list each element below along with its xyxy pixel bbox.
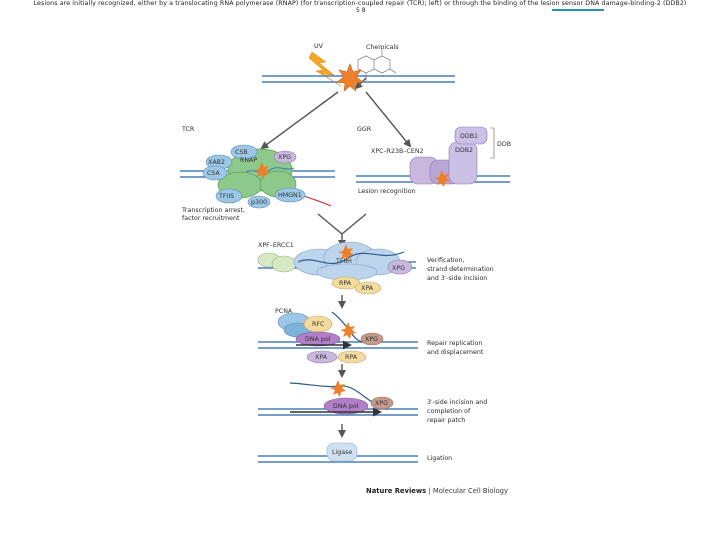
csa-label: CSA xyxy=(207,170,221,177)
xab2-label: XAB2 xyxy=(208,159,225,166)
csb-label: CSB xyxy=(235,149,248,156)
tcr-caption-line-1: Transcription arrest, xyxy=(181,207,245,214)
ligase-protein xyxy=(326,442,358,462)
step1-xpg-protein xyxy=(387,259,413,275)
step1-caption-line-2: strand determination xyxy=(427,266,494,273)
xpf-protein xyxy=(271,255,297,273)
tcr-lesion-star xyxy=(254,162,270,179)
tcr-caption-line-2: factor recruitment xyxy=(182,215,240,222)
ddb1-label: DDB1 xyxy=(460,133,478,140)
step3-lesion-star xyxy=(330,380,346,397)
step3-caption-line-1: 3′-side incision and xyxy=(427,399,487,406)
ggr-caption: Lesion recognition xyxy=(358,188,416,195)
step3-caption-line-3: repair patch xyxy=(427,417,465,424)
caption-slide-number: 5 8 xyxy=(356,7,366,14)
xpc-complex-label: XPC–R23B–CEN2 xyxy=(371,148,424,155)
uv-lightning-icon xyxy=(308,51,342,87)
pcna-label: PCNA xyxy=(275,308,293,315)
chemicals-arrow xyxy=(354,77,367,90)
step3-dna-pol-protein xyxy=(323,397,369,415)
step1-xpa-protein xyxy=(354,281,382,295)
hmgn1-label: HMGN1 xyxy=(278,192,302,199)
dna-lesion-star xyxy=(336,63,364,92)
step2-caption-line-2: and displacement xyxy=(427,349,484,356)
uv-label: UV xyxy=(314,43,324,50)
tfiih-label: TFIIH xyxy=(335,258,352,265)
publisher-credit: Nature Reviews | Molecular Cell Biology xyxy=(366,487,508,495)
tcr-unwound-strand xyxy=(245,167,295,173)
step3-caption-line-2: completion of xyxy=(427,408,471,415)
tfiis-protein xyxy=(215,188,243,204)
tcr-label: TCR xyxy=(181,126,195,133)
step1-caption-line-3: and 3′-side incision xyxy=(427,275,487,282)
p300-label: p300 xyxy=(251,199,267,206)
step2-xpa-protein xyxy=(306,350,338,364)
csb-protein xyxy=(230,144,258,160)
step2-xpg-label: XPG xyxy=(365,336,378,343)
step2-lesion-star xyxy=(340,322,356,339)
excised-oligo-strand xyxy=(289,382,373,403)
caption-link-underline xyxy=(552,9,604,11)
step1-lesion-star xyxy=(338,244,354,261)
journal-name: Molecular Cell Biology xyxy=(433,487,508,495)
hmgn1-protein xyxy=(274,187,306,203)
arrow-to-ggr xyxy=(365,91,412,148)
step1-xpa-label: XPA xyxy=(361,285,374,292)
tcr-xpg-protein xyxy=(273,150,297,164)
xpf-ercc1-label: XPF–ERCC1 xyxy=(258,242,294,249)
step3-xpg-protein xyxy=(370,396,394,410)
figure-caption: Lesions are initially recognized, either… xyxy=(33,0,687,7)
step2-dna-pol-label: DNA pol xyxy=(305,336,331,343)
step2-caption-line-1: Repair replication xyxy=(427,340,482,347)
publisher-name: Nature Reviews xyxy=(366,487,426,495)
step2-rpa-label: RPA xyxy=(345,354,358,361)
tcr-xpg-label: XPG xyxy=(278,154,291,161)
step4-caption: Ligation xyxy=(427,455,452,462)
csa-protein xyxy=(202,165,228,181)
step3-xpg-label: XPG xyxy=(375,400,388,407)
step3-dna-pol-label: DNA pol xyxy=(333,403,359,410)
step1-xpg-label: XPG xyxy=(392,265,405,272)
ggr-lesion-star xyxy=(434,170,450,187)
step2-rpa-protein xyxy=(337,350,367,364)
ddb2-label: DDB2 xyxy=(455,147,473,154)
arrow-to-tcr xyxy=(260,91,339,150)
rnap-label: RNAP xyxy=(240,157,257,164)
step2-xpa-label: XPA xyxy=(315,354,328,361)
ddb1-protein xyxy=(454,126,488,145)
step2-dna-pol-protein xyxy=(295,331,341,347)
ddb-label: DDB xyxy=(497,141,511,148)
step1-caption-line-1: Verification, xyxy=(427,257,464,264)
converge-lines xyxy=(317,213,367,235)
step2-xpg-protein xyxy=(360,332,384,346)
chemical-structure-icon xyxy=(357,48,397,81)
chemicals-label: Chemicals xyxy=(366,44,399,51)
ligase-label: Ligase xyxy=(332,449,352,456)
ggr-label: GGR xyxy=(357,126,372,133)
step1-rpa-label: RPA xyxy=(339,280,352,287)
ddb-bracket xyxy=(490,127,495,159)
tfiis-label: TFIIS xyxy=(218,193,234,200)
rfc-label: RFC xyxy=(312,321,325,328)
p300-protein xyxy=(247,195,271,209)
